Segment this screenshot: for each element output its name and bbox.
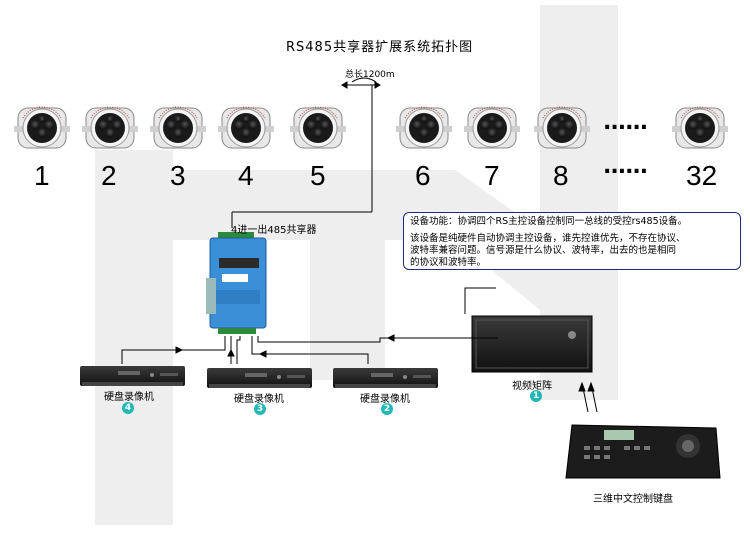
camera-number-6: 6 <box>415 160 431 191</box>
dvr-2-unit <box>333 368 438 388</box>
camera-number-7: 7 <box>484 160 500 191</box>
sharer-label: 4进一出485共享器 <box>231 225 317 236</box>
dvr-3-badge: 3 <box>254 403 266 415</box>
dvr-4-unit <box>80 366 185 386</box>
camera-3 <box>149 106 207 149</box>
camera-number-8: 8 <box>553 160 569 191</box>
bus-length-label: 总长1200m <box>345 70 395 80</box>
camera-number-5: 5 <box>310 160 326 191</box>
camera-6 <box>395 106 453 149</box>
info-line-1: 设备功能：协调四个RS主控设备控制同一总线的受控rs485设备。 <box>410 216 688 227</box>
dvr-3-label: 硬盘录像机 <box>234 394 284 405</box>
camera-4 <box>217 106 275 149</box>
camera-number-3: 3 <box>170 160 186 191</box>
dvr-4-label: 硬盘录像机 <box>104 392 154 403</box>
info-line-4: 的协议和波特率。 <box>410 257 487 268</box>
matrix-label: 视频矩阵 <box>512 381 552 392</box>
camera-8 <box>533 106 591 149</box>
dvr-3-unit <box>207 368 312 388</box>
info-line-3: 波特率兼容问题。信号源是什么协议、波特率，出去的也是相同 <box>410 245 677 256</box>
matrix-badge: 1 <box>530 390 542 402</box>
camera-number-1: 1 <box>34 160 50 191</box>
info-line-2: 该设备是纯硬件自动协调主控设备，谁先控谁优先，不存在协议、 <box>410 233 686 244</box>
camera-5 <box>289 106 347 149</box>
camera-1 <box>13 106 71 149</box>
camera-number-4: 4 <box>238 160 254 191</box>
keyboard-label: 三维中文控制键盘 <box>593 494 673 505</box>
ellipsis-top: ...... <box>603 110 648 135</box>
camera-number-2: 2 <box>101 160 117 191</box>
camera-32 <box>671 106 729 149</box>
sharer-device <box>206 232 267 334</box>
info-box: 设备功能：协调四个RS主控设备控制同一总线的受控rs485设备。 该设备是纯硬件… <box>403 212 741 270</box>
control-keyboard-unit <box>565 424 721 479</box>
video-matrix-unit <box>471 315 593 373</box>
page-title: RS485共享器扩展系统拓扑图 <box>286 40 474 55</box>
dvr-4-badge: 4 <box>122 402 134 414</box>
dvr-2-badge: 2 <box>381 403 393 415</box>
camera-number-32: 32 <box>686 160 718 191</box>
camera-2 <box>81 106 139 149</box>
ellipsis-bottom: ...... <box>603 154 648 179</box>
dvr-2-label: 硬盘录像机 <box>360 394 410 405</box>
connections <box>121 287 598 413</box>
camera-7 <box>463 106 521 149</box>
bus-arrow <box>231 77 381 228</box>
